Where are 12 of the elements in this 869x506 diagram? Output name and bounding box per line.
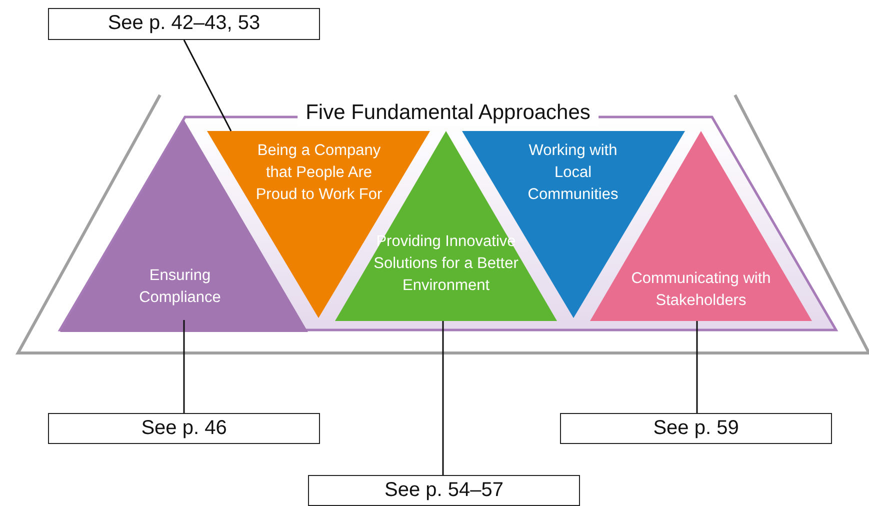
triangle-label: Ensuring Compliance (138, 266, 222, 308)
leader-line (442, 321, 444, 475)
triangle-label: Working with Local Communities (526, 141, 620, 205)
triangle-label: Communicating with Stakeholders (630, 269, 772, 311)
page-reference-box: See p. 42–43, 53 (48, 8, 320, 40)
leader-line (696, 321, 698, 413)
page-reference-box: See p. 46 (48, 413, 320, 444)
leader-line (183, 40, 232, 132)
page-reference-box: See p. 54–57 (308, 475, 580, 506)
leader-line (183, 320, 185, 413)
triangle-label: Being a Company that People Are Proud to Work For (254, 141, 384, 205)
page-reference-box: See p. 59 (560, 413, 832, 444)
